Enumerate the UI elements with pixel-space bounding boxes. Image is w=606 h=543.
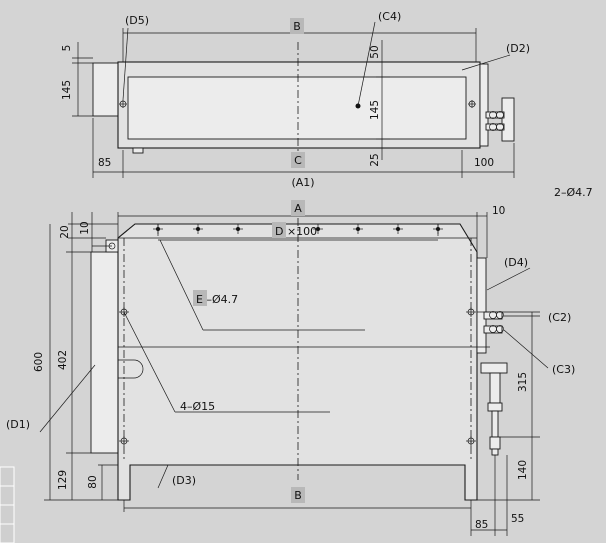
top-view: B 5 145 50 145 25 85 C 100 (A1) (D5) (C4…: [61, 10, 530, 189]
top-pipe-box: [501, 97, 515, 142]
dim-85-bottom: 85: [475, 519, 488, 531]
label-A1: (A1): [291, 176, 314, 189]
label-A: A: [294, 202, 302, 215]
d5-leader: [122, 27, 129, 101]
dim-140: 140: [517, 460, 529, 480]
top-pipes: [485, 111, 505, 131]
d4-leader: [486, 267, 531, 291]
top-right-lip: [479, 63, 489, 147]
dim-145-left: 145: [61, 80, 73, 100]
dim-85-top: 85: [98, 157, 111, 169]
dim-10-right: 10: [492, 205, 505, 217]
dim-55: 55: [511, 513, 524, 525]
dim-80: 80: [87, 475, 99, 488]
label-C3: (C3): [552, 363, 575, 376]
label-C: C: [294, 154, 302, 167]
dim-100: 100: [474, 157, 494, 169]
label-2x47: 2–Ø4.7: [554, 186, 593, 199]
front-view: A D ×100 10 20 10 600 402 129 8: [6, 200, 575, 536]
label-D5: (D5): [125, 14, 149, 27]
top-inner-panel: [127, 76, 467, 140]
top-foot: [132, 147, 144, 154]
dim-129: 129: [57, 470, 69, 490]
dim-50: 50: [369, 45, 381, 58]
front-right-tab: [476, 257, 487, 354]
label-B-bottom: B: [294, 489, 302, 502]
dim-25: 25: [369, 153, 381, 166]
dim-315: 315: [517, 372, 529, 392]
top-mount-holes: [119, 100, 476, 108]
dim-600: 600: [33, 352, 45, 372]
label-D3: (D3): [172, 474, 196, 487]
front-side-holes: [119, 307, 476, 446]
label-D4: (D4): [504, 256, 528, 269]
label-B-top: B: [293, 20, 301, 33]
label-D: D ×100: [275, 225, 317, 238]
label-E: E –Ø4.7: [196, 293, 238, 306]
top-left-bracket: [92, 62, 119, 117]
label-4x15: 4–Ø15: [180, 400, 215, 413]
dim-5: 5: [61, 45, 73, 52]
front-pipes: [480, 311, 508, 456]
d3-leader: [157, 464, 169, 489]
d1-leader: [39, 364, 96, 433]
table-fragment: [0, 466, 15, 543]
dim-402: 402: [57, 350, 69, 370]
dim-10-left: 10: [79, 221, 91, 234]
label-C2: (C2): [548, 311, 571, 324]
d2-leader: [461, 54, 511, 71]
front-body: [117, 223, 478, 501]
label-C4: (C4): [378, 10, 401, 23]
dim-145-mid: 145: [369, 100, 381, 120]
c4-leader: [357, 21, 376, 107]
label-D2: (D2): [506, 42, 530, 55]
front-left-housing: [90, 251, 119, 454]
drain-opening: [118, 359, 144, 379]
dim-20: 20: [59, 225, 71, 238]
label-D1: (D1): [6, 418, 30, 431]
